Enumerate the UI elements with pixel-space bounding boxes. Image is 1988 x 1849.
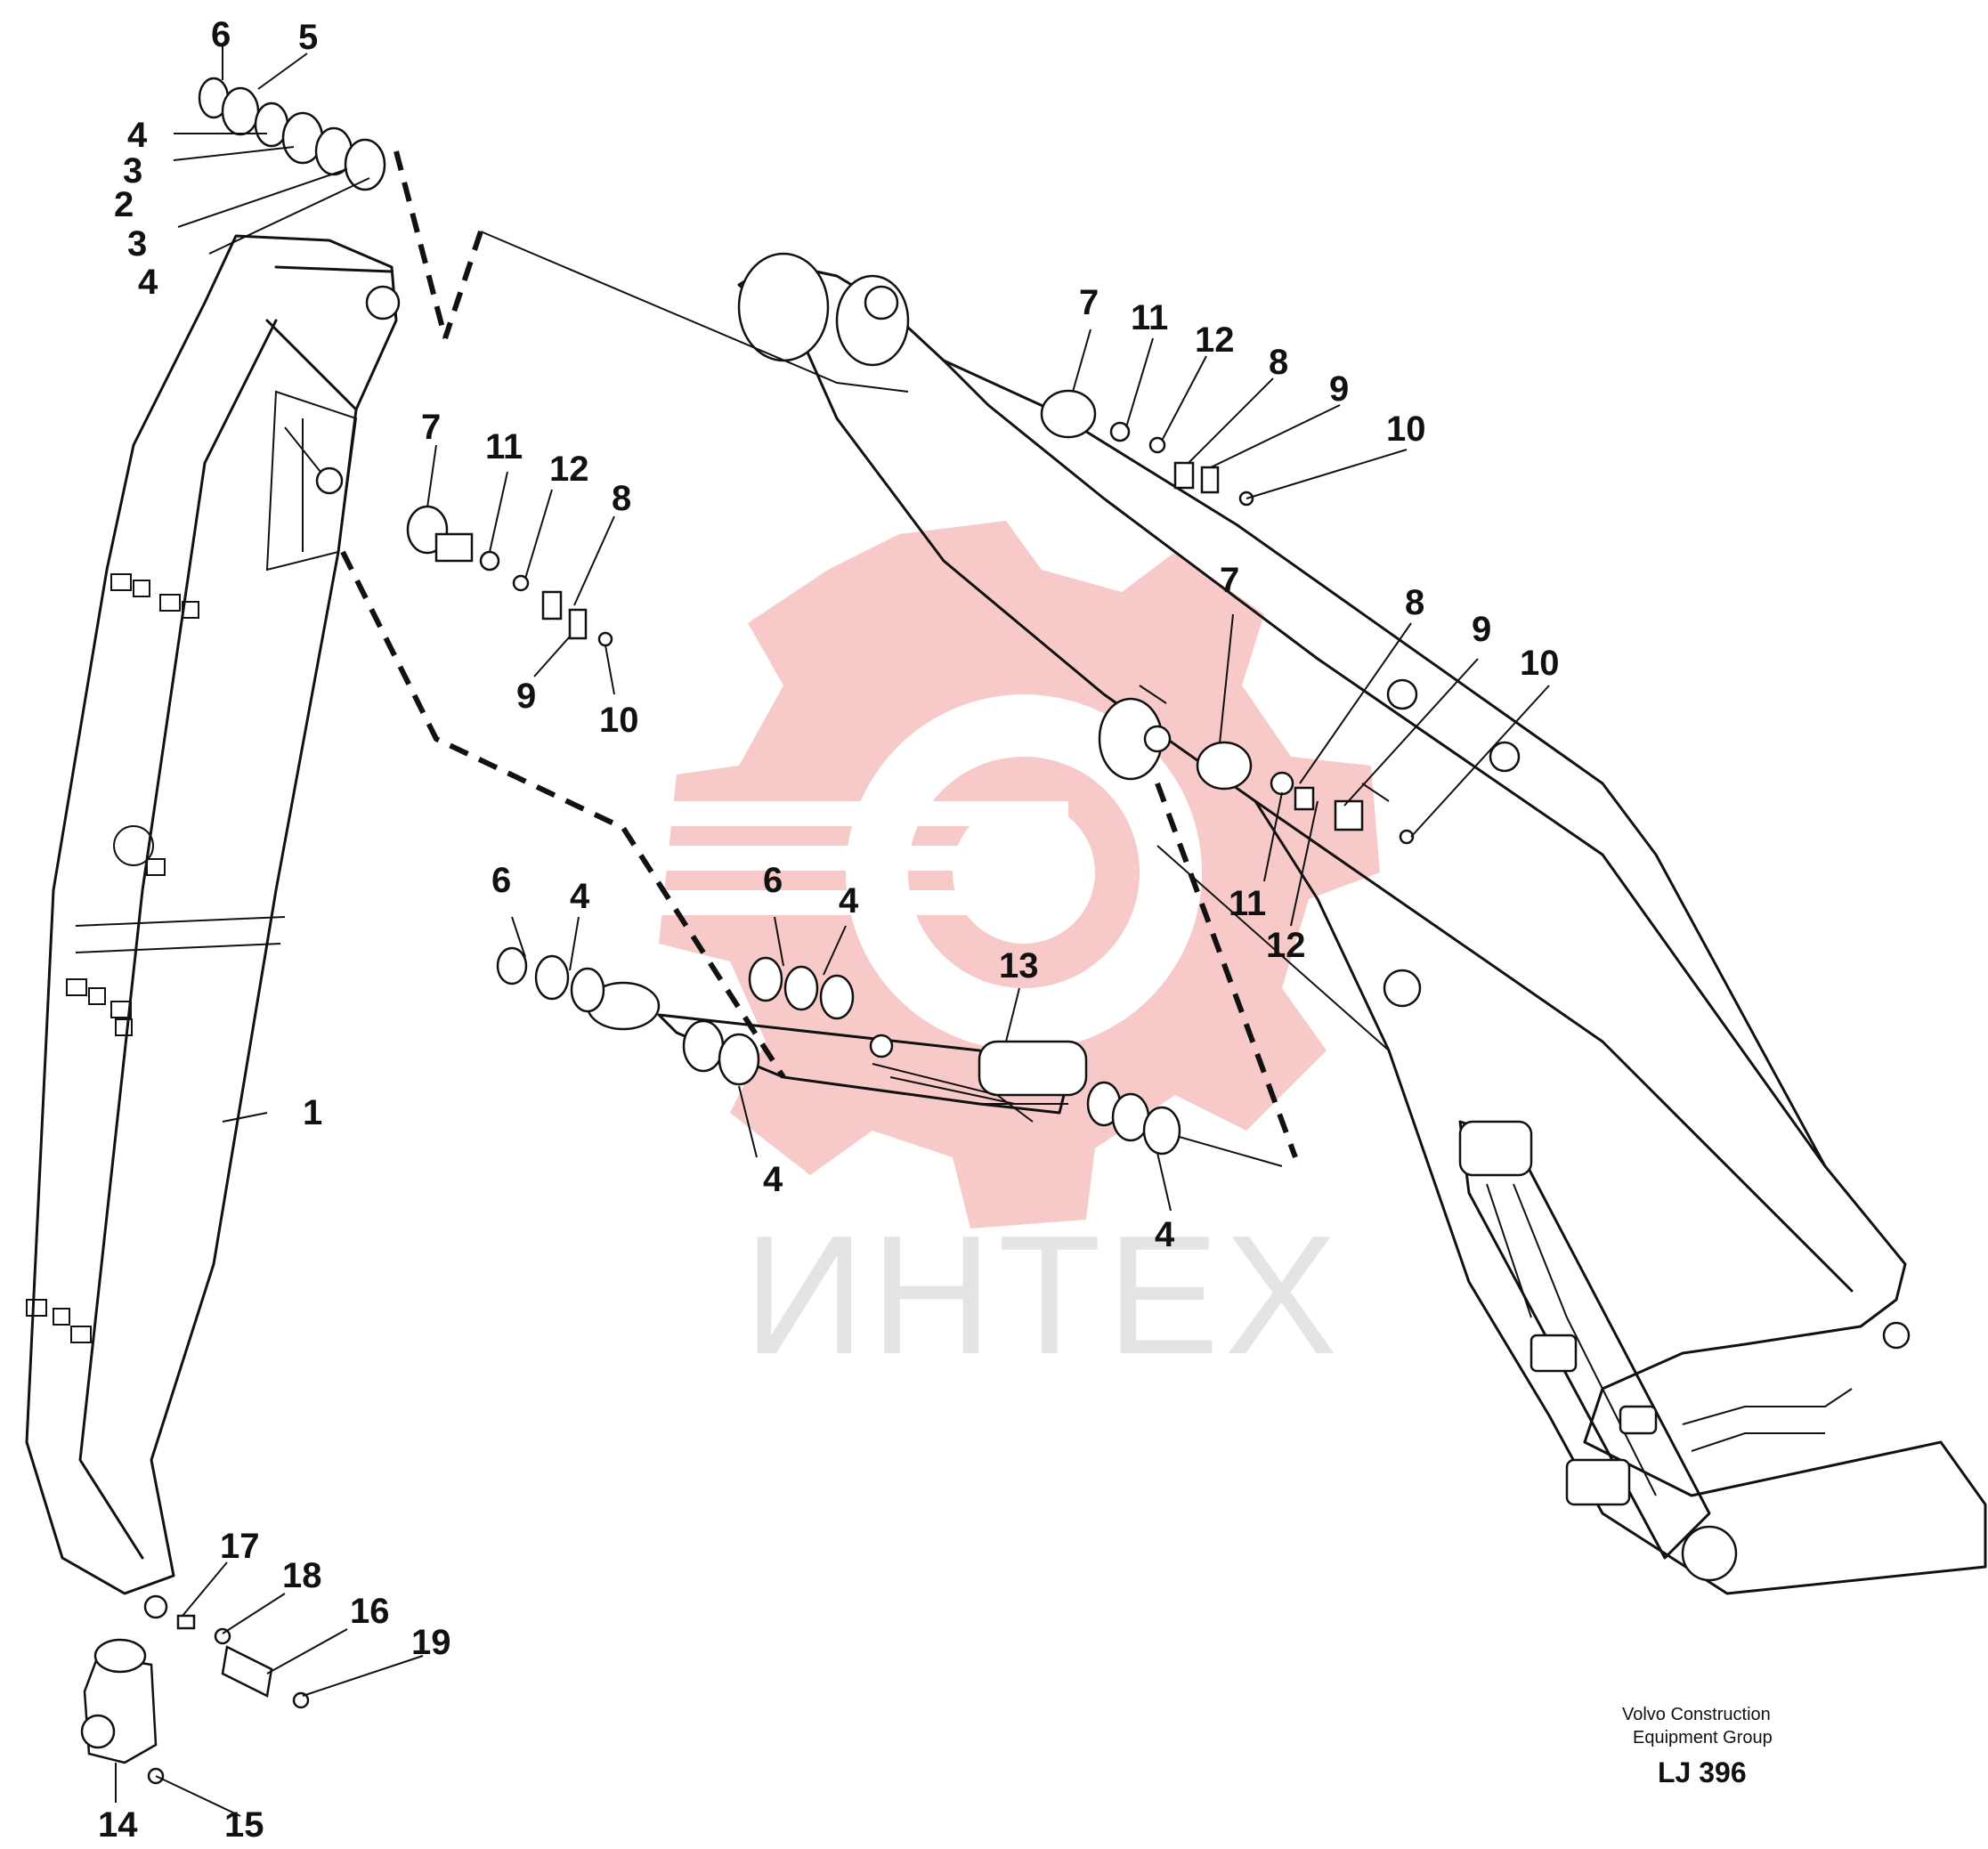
callout-1: 1 xyxy=(303,1093,322,1132)
callout-6: 6 xyxy=(491,861,511,900)
callout-10: 10 xyxy=(599,701,639,740)
callout-12: 12 xyxy=(1266,926,1306,965)
callout-15: 15 xyxy=(224,1805,264,1845)
pin-route-boom xyxy=(1155,782,1298,1159)
callout-16: 16 xyxy=(350,1592,390,1631)
drawing-code: LJ 396 xyxy=(1658,1756,1747,1788)
cylinder-washers xyxy=(496,946,1181,1156)
callout-8: 8 xyxy=(612,479,631,518)
leader-lines xyxy=(115,45,1550,1817)
callout-4: 4 xyxy=(1155,1215,1175,1254)
callout-11: 11 xyxy=(1131,298,1168,337)
callout-12: 12 xyxy=(1195,320,1235,360)
callout-2: 2 xyxy=(114,185,134,224)
callout-3: 3 xyxy=(127,224,147,264)
pin-route-top xyxy=(394,150,448,339)
callout-8: 8 xyxy=(1269,343,1288,382)
callout-3: 3 xyxy=(123,151,142,191)
credit-line-1: Volvo Construction xyxy=(1622,1705,1771,1724)
callout-17: 17 xyxy=(220,1527,260,1566)
callout-9: 9 xyxy=(1472,610,1491,649)
callout-14: 14 xyxy=(98,1805,138,1845)
pin-group-boom-top xyxy=(1040,389,1254,507)
callout-4: 4 xyxy=(138,263,158,302)
callout-11: 11 xyxy=(485,427,523,466)
callout-10: 10 xyxy=(1520,644,1560,683)
boom-assembly xyxy=(737,252,1987,1595)
callout-7: 7 xyxy=(1079,283,1099,322)
watermark-logo xyxy=(570,521,1380,1229)
callout-4: 4 xyxy=(763,1160,783,1199)
callout-4: 4 xyxy=(570,877,590,916)
callout-8: 8 xyxy=(1405,583,1424,622)
callout-18: 18 xyxy=(282,1556,322,1595)
callout-10: 10 xyxy=(1386,410,1426,449)
callout-5: 5 xyxy=(298,18,318,57)
callout-6: 6 xyxy=(211,15,231,54)
callout-4: 4 xyxy=(127,116,148,155)
pin-route-arm xyxy=(340,231,786,1079)
callout-4: 4 xyxy=(839,881,859,920)
pin-group-left xyxy=(406,505,613,647)
credit-line-2: Equipment Group xyxy=(1633,1728,1773,1748)
callout-7: 7 xyxy=(421,408,441,447)
callout-7: 7 xyxy=(1220,561,1239,600)
callout-6: 6 xyxy=(763,861,783,900)
arm-assembly xyxy=(25,234,401,1619)
top-pin-stack xyxy=(198,77,386,191)
callouts: 6 5 4 3 2 3 4 7 11 12 8 9 10 7 11 12 8 9… xyxy=(98,15,1560,1845)
callout-9: 9 xyxy=(1329,369,1349,409)
bottom-pin-group xyxy=(80,1614,310,1785)
pin-group-boom-mid xyxy=(1196,741,1415,845)
callout-9: 9 xyxy=(516,677,536,716)
pin-line-top xyxy=(480,231,909,393)
callout-11: 11 xyxy=(1229,884,1266,923)
callout-13: 13 xyxy=(999,946,1039,985)
callout-19: 19 xyxy=(411,1623,451,1662)
callout-12: 12 xyxy=(549,450,589,489)
watermark-text: ИНТЕХ xyxy=(743,1201,1343,1390)
